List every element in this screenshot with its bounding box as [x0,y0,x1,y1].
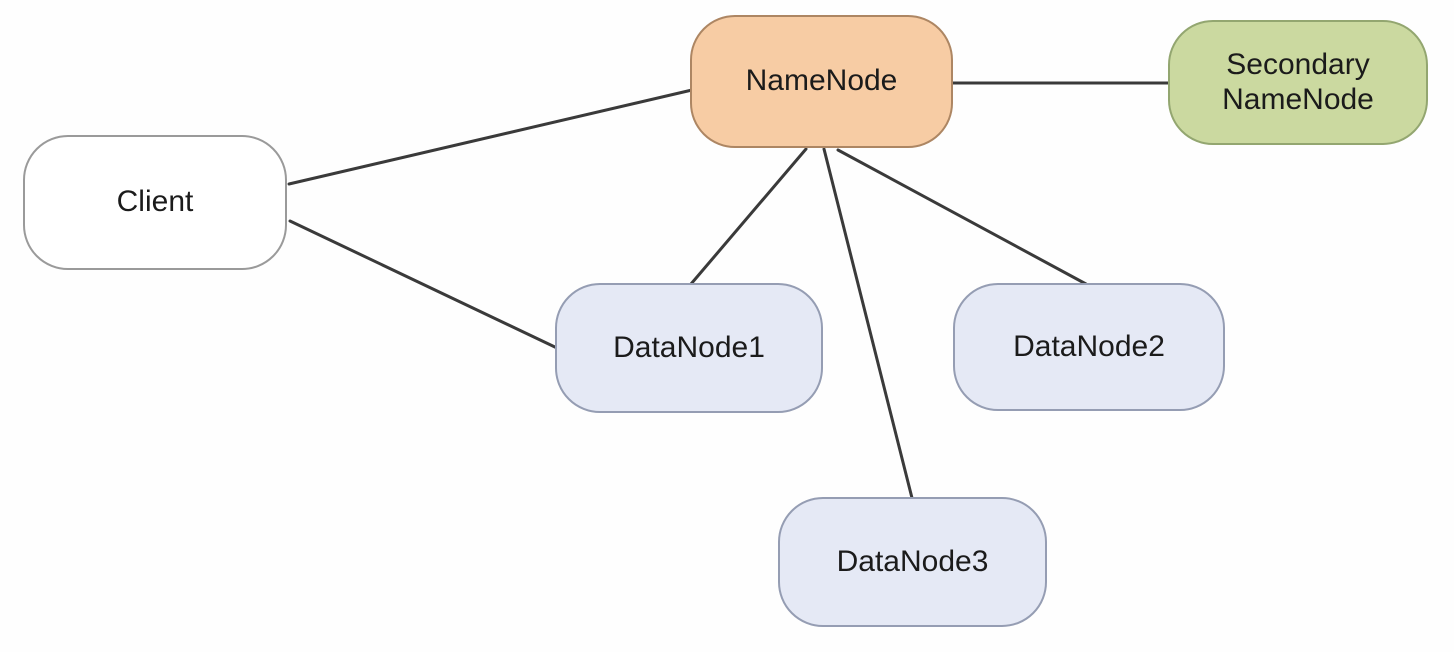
edge-namenode-datanode1 [689,147,808,286]
node-datanode1[interactable]: DataNode1 [555,283,823,413]
node-datanode3[interactable]: DataNode3 [778,497,1047,627]
node-datanode1-label: DataNode1 [613,330,765,364]
node-datanode3-label: DataNode3 [836,544,989,578]
node-datanode2-label: DataNode2 [1013,329,1165,363]
edge-client-namenode [287,88,694,186]
node-secondary-namenode-label: Secondary NameNode [1222,48,1374,116]
node-secondary-namenode[interactable]: Secondary NameNode [1168,20,1428,145]
node-namenode-label: NameNode [745,64,898,98]
node-client[interactable]: Client [23,135,287,270]
node-namenode[interactable]: NameNode [690,15,953,148]
edge-namenode-datanode3 [822,147,914,500]
edge-client-datanode1 [288,219,559,350]
node-datanode2[interactable]: DataNode2 [953,283,1225,411]
edge-namenode-datanode2 [836,148,1088,286]
node-client-label: Client [116,185,194,219]
